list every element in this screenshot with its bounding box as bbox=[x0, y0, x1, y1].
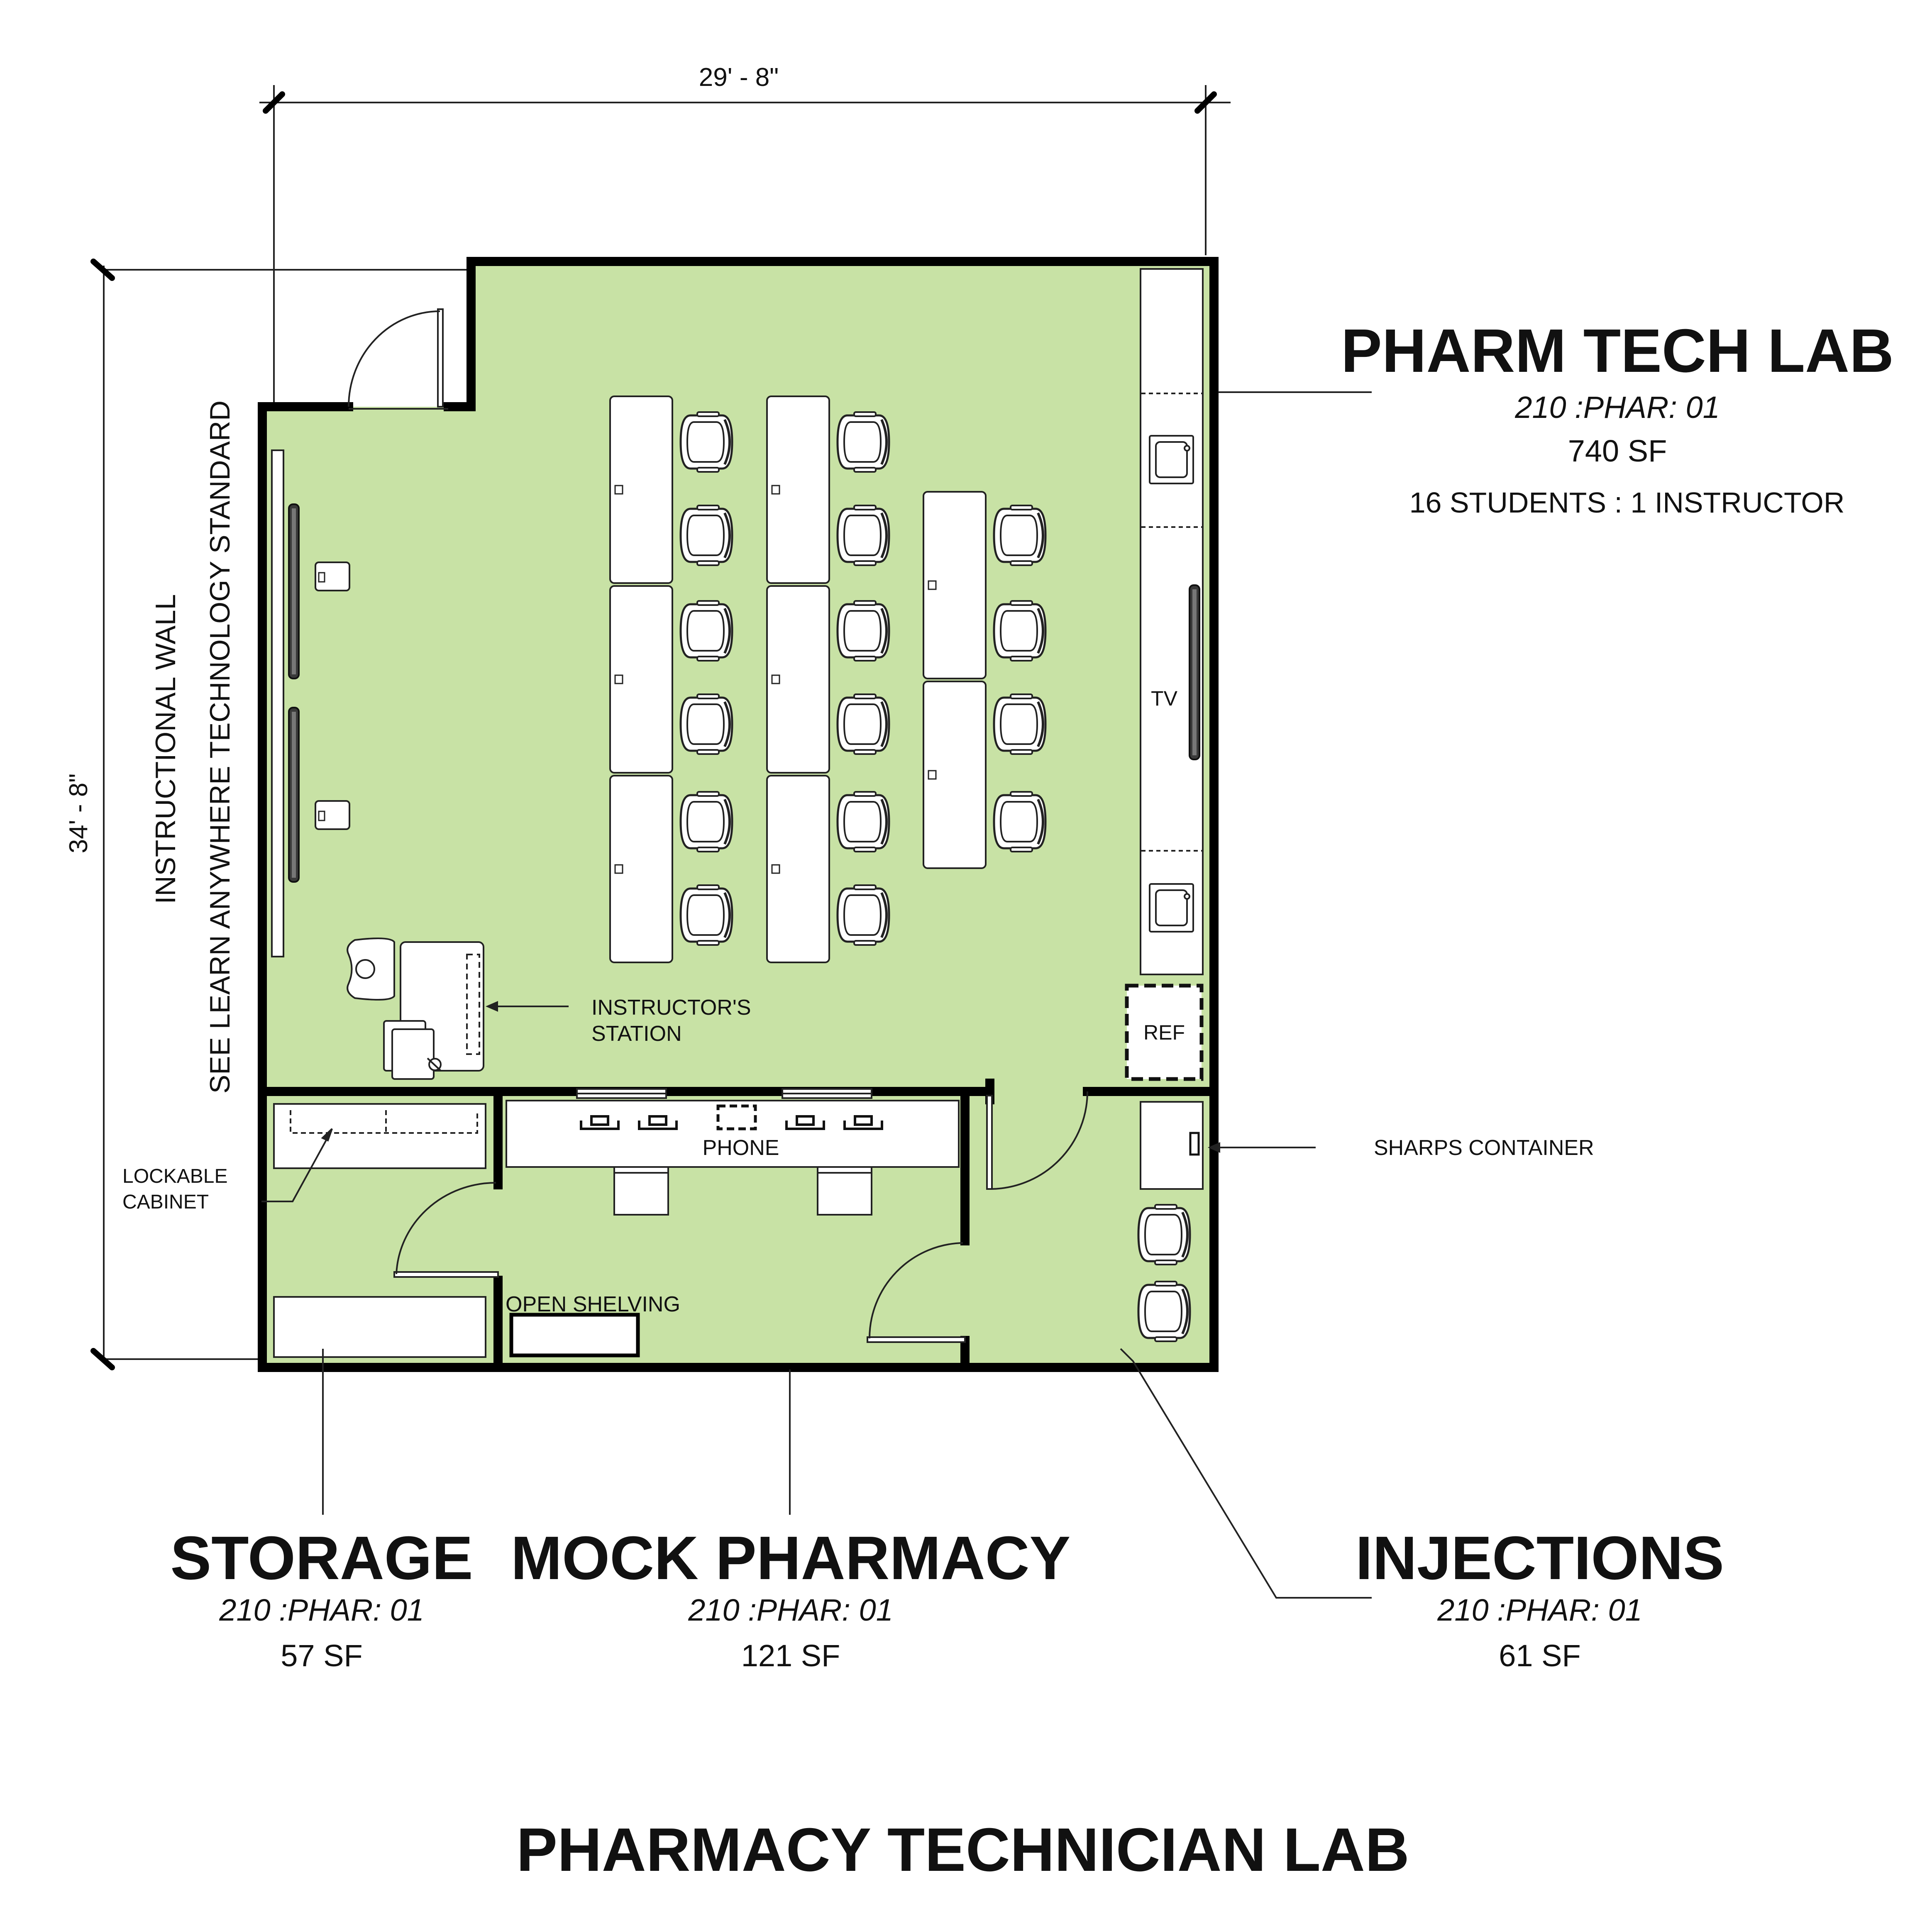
phone-icon bbox=[716, 1104, 757, 1130]
student-desk bbox=[766, 775, 830, 963]
mock-pharmacy-tag: MOCK PHARMACY 210 :PHAR: 01 121 SF bbox=[511, 1524, 1070, 1673]
student-desk bbox=[609, 775, 673, 963]
sink-icon bbox=[1149, 435, 1194, 484]
pharmacy-stools bbox=[613, 1166, 872, 1216]
chair-icon bbox=[838, 792, 889, 852]
chair-icon bbox=[681, 694, 732, 754]
room-name: STORAGE bbox=[170, 1524, 473, 1592]
instructor-station-label: INSTRUCTOR'S bbox=[591, 996, 751, 1020]
chair-icon bbox=[994, 601, 1045, 661]
room-area: 121 SF bbox=[741, 1638, 840, 1673]
instructional-wall-label: INSTRUCTIONAL WALL bbox=[150, 594, 181, 904]
technology-standard-note: SEE LEARN ANYWHERE TECHNOLOGY STANDARD bbox=[204, 400, 236, 1094]
instructor-chair-icon bbox=[347, 937, 395, 1001]
student-desk bbox=[923, 681, 987, 869]
chair-icon bbox=[838, 694, 889, 754]
pharmacy-door[interactable] bbox=[986, 1091, 1088, 1190]
room-capacity: 16 STUDENTS : 1 INSTRUCTOR bbox=[1409, 486, 1845, 519]
chair-icon bbox=[838, 885, 889, 945]
dimension-ticks bbox=[90, 91, 1217, 1370]
room-name: PHARM TECH LAB bbox=[1341, 317, 1894, 385]
storage-tag: STORAGE 210 :PHAR: 01 57 SF bbox=[170, 1524, 473, 1673]
wall-outlet-icon bbox=[315, 800, 350, 830]
workstation-icons bbox=[580, 1115, 883, 1130]
desk-grommets bbox=[614, 485, 937, 874]
dimension-height: 34' - 8" bbox=[64, 774, 93, 853]
student-desk bbox=[609, 585, 673, 774]
room-area: 57 SF bbox=[281, 1638, 362, 1673]
room-code: 210 :PHAR: 01 bbox=[1514, 390, 1720, 425]
chair-icon bbox=[994, 792, 1045, 852]
room-name: MOCK PHARMACY bbox=[511, 1524, 1070, 1592]
chair-icon bbox=[994, 505, 1045, 565]
student-desks bbox=[609, 395, 987, 963]
instructor-station-label: STATION bbox=[591, 1022, 682, 1046]
chair-icon bbox=[681, 885, 732, 945]
floor bbox=[262, 261, 1214, 1365]
chair-icon bbox=[994, 694, 1045, 754]
injections-tag: INJECTIONS 210 :PHAR: 01 61 SF bbox=[1356, 1524, 1724, 1673]
lockable-cabinet bbox=[273, 1103, 486, 1169]
chair-icon bbox=[681, 792, 732, 852]
open-shelving bbox=[509, 1313, 640, 1357]
storage-door[interactable] bbox=[393, 1182, 499, 1278]
wall-outlet-icon bbox=[315, 562, 350, 591]
room-area: 740 SF bbox=[1568, 434, 1667, 468]
pharm-tech-lab-tag: PHARM TECH LAB 210 :PHAR: 01 740 SF 16 S… bbox=[1341, 317, 1894, 519]
room-code: 210 :PHAR: 01 bbox=[219, 1593, 424, 1627]
chair-icon bbox=[681, 412, 732, 472]
chair-icon bbox=[838, 412, 889, 472]
chair-icon bbox=[838, 601, 889, 661]
student-desk bbox=[766, 395, 830, 584]
phone-label: PHONE bbox=[703, 1136, 779, 1160]
storage-shelving bbox=[273, 1296, 486, 1358]
student-desk bbox=[609, 395, 673, 584]
student-desk bbox=[766, 585, 830, 774]
instructional-wall bbox=[271, 449, 350, 957]
room-name: INJECTIONS bbox=[1356, 1524, 1724, 1592]
entry-door[interactable] bbox=[348, 308, 448, 410]
dimension-width: 29' - 8" bbox=[699, 63, 779, 92]
chair-icon bbox=[681, 505, 732, 565]
dimension-lines bbox=[102, 85, 1231, 1363]
chair-icon bbox=[838, 505, 889, 565]
room-code: 210 :PHAR: 01 bbox=[1437, 1593, 1642, 1627]
open-shelving-label: OPEN SHELVING bbox=[506, 1292, 680, 1316]
room-leaders bbox=[322, 391, 1372, 1599]
sharps-container-icon bbox=[1189, 1132, 1200, 1156]
refrigerator bbox=[1125, 984, 1204, 1081]
room-area: 61 SF bbox=[1499, 1638, 1580, 1673]
instructor-station-leader bbox=[486, 1001, 569, 1012]
chair-icon bbox=[1138, 1282, 1190, 1341]
page-title: PHARMACY TECHNICIAN LAB bbox=[516, 1816, 1409, 1884]
sink-icon bbox=[1149, 883, 1194, 933]
instructor-station bbox=[347, 937, 484, 1080]
injection-door[interactable] bbox=[867, 1242, 966, 1343]
tv-label: TV bbox=[1151, 687, 1178, 710]
lockable-cabinet-leader bbox=[261, 1128, 333, 1202]
room-code: 210 :PHAR: 01 bbox=[688, 1593, 893, 1627]
ref-label: REF bbox=[1143, 1021, 1185, 1044]
sharps-container-label: SHARPS CONTAINER bbox=[1374, 1136, 1594, 1160]
chair-icon bbox=[1138, 1205, 1190, 1265]
lockable-cabinet-label: CABINET bbox=[122, 1191, 209, 1213]
student-desk bbox=[923, 491, 987, 679]
lockable-cabinet-label: LOCKABLE bbox=[122, 1165, 227, 1187]
chair-icon bbox=[681, 601, 732, 661]
sharps-container-leader bbox=[1208, 1142, 1316, 1153]
tv-icon bbox=[1189, 584, 1200, 760]
